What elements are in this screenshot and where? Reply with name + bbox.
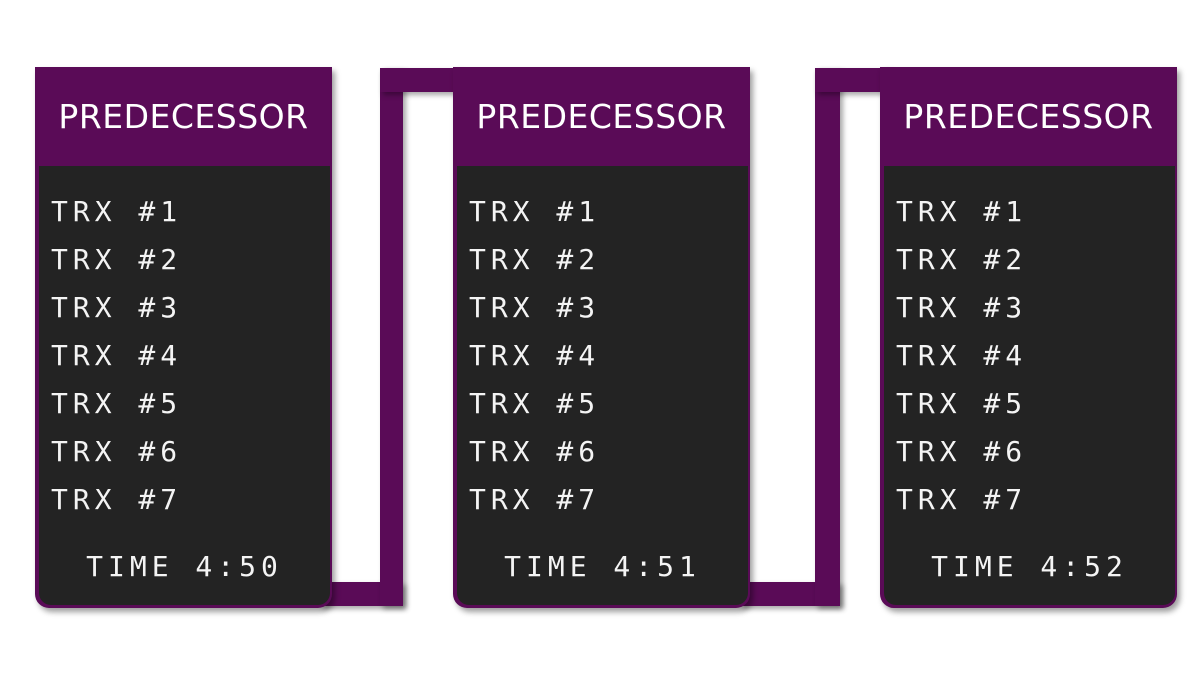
transaction-item: TRX #7	[51, 483, 183, 516]
transaction-item: TRX #5	[469, 387, 601, 420]
transaction-item: TRX #2	[896, 243, 1028, 276]
block-card-1: PREDECESSOR TRX #1 TRX #2 TRX #3 TRX #4 …	[35, 67, 332, 608]
block-2-transaction-list: TRX #1 TRX #2 TRX #3 TRX #4 TRX #5 TRX #…	[469, 193, 600, 529]
block-card-2: PREDECESSOR TRX #1 TRX #2 TRX #3 TRX #4 …	[453, 67, 750, 608]
transaction-item: TRX #4	[51, 339, 183, 372]
block-card-3: PREDECESSOR TRX #1 TRX #2 TRX #3 TRX #4 …	[880, 67, 1177, 608]
block-1-transaction-list: TRX #1 TRX #2 TRX #3 TRX #4 TRX #5 TRX #…	[51, 193, 182, 529]
connector-1-vertical-bar	[380, 68, 403, 606]
block-3-title: PREDECESSOR	[903, 97, 1154, 136]
block-1-title: PREDECESSOR	[58, 97, 309, 136]
block-3-transaction-list: TRX #1 TRX #2 TRX #3 TRX #4 TRX #5 TRX #…	[896, 193, 1027, 529]
transaction-item: TRX #5	[896, 387, 1028, 420]
connector-2-top-bar	[815, 68, 890, 92]
transaction-item: TRX #2	[469, 243, 601, 276]
connector-2-vertical-bar	[815, 68, 840, 606]
transaction-item: TRX #2	[51, 243, 183, 276]
transaction-item: TRX #4	[896, 339, 1028, 372]
transaction-item: TRX #7	[896, 483, 1028, 516]
transaction-item: TRX #7	[469, 483, 601, 516]
transaction-item: TRX #1	[469, 195, 601, 228]
block-2-body: TRX #1 TRX #2 TRX #3 TRX #4 TRX #5 TRX #…	[457, 166, 748, 605]
transaction-item: TRX #3	[896, 291, 1028, 324]
transaction-item: TRX #6	[896, 435, 1028, 468]
block-2-title: PREDECESSOR	[476, 97, 727, 136]
transaction-item: TRX #1	[51, 195, 183, 228]
block-2-timestamp: TIME 4:51	[504, 550, 701, 583]
transaction-item: TRX #6	[51, 435, 183, 468]
transaction-item: TRX #6	[469, 435, 601, 468]
transaction-item: TRX #5	[51, 387, 183, 420]
transaction-item: TRX #1	[896, 195, 1028, 228]
transaction-item: TRX #4	[469, 339, 601, 372]
block-1-timestamp: TIME 4:50	[86, 550, 283, 583]
block-3-timestamp: TIME 4:52	[931, 550, 1128, 583]
block-1-body: TRX #1 TRX #2 TRX #3 TRX #4 TRX #5 TRX #…	[39, 166, 330, 605]
transaction-item: TRX #3	[51, 291, 183, 324]
block-3-body: TRX #1 TRX #2 TRX #3 TRX #4 TRX #5 TRX #…	[884, 166, 1175, 605]
connector-1-top-bar	[380, 68, 460, 92]
transaction-item: TRX #3	[469, 291, 601, 324]
